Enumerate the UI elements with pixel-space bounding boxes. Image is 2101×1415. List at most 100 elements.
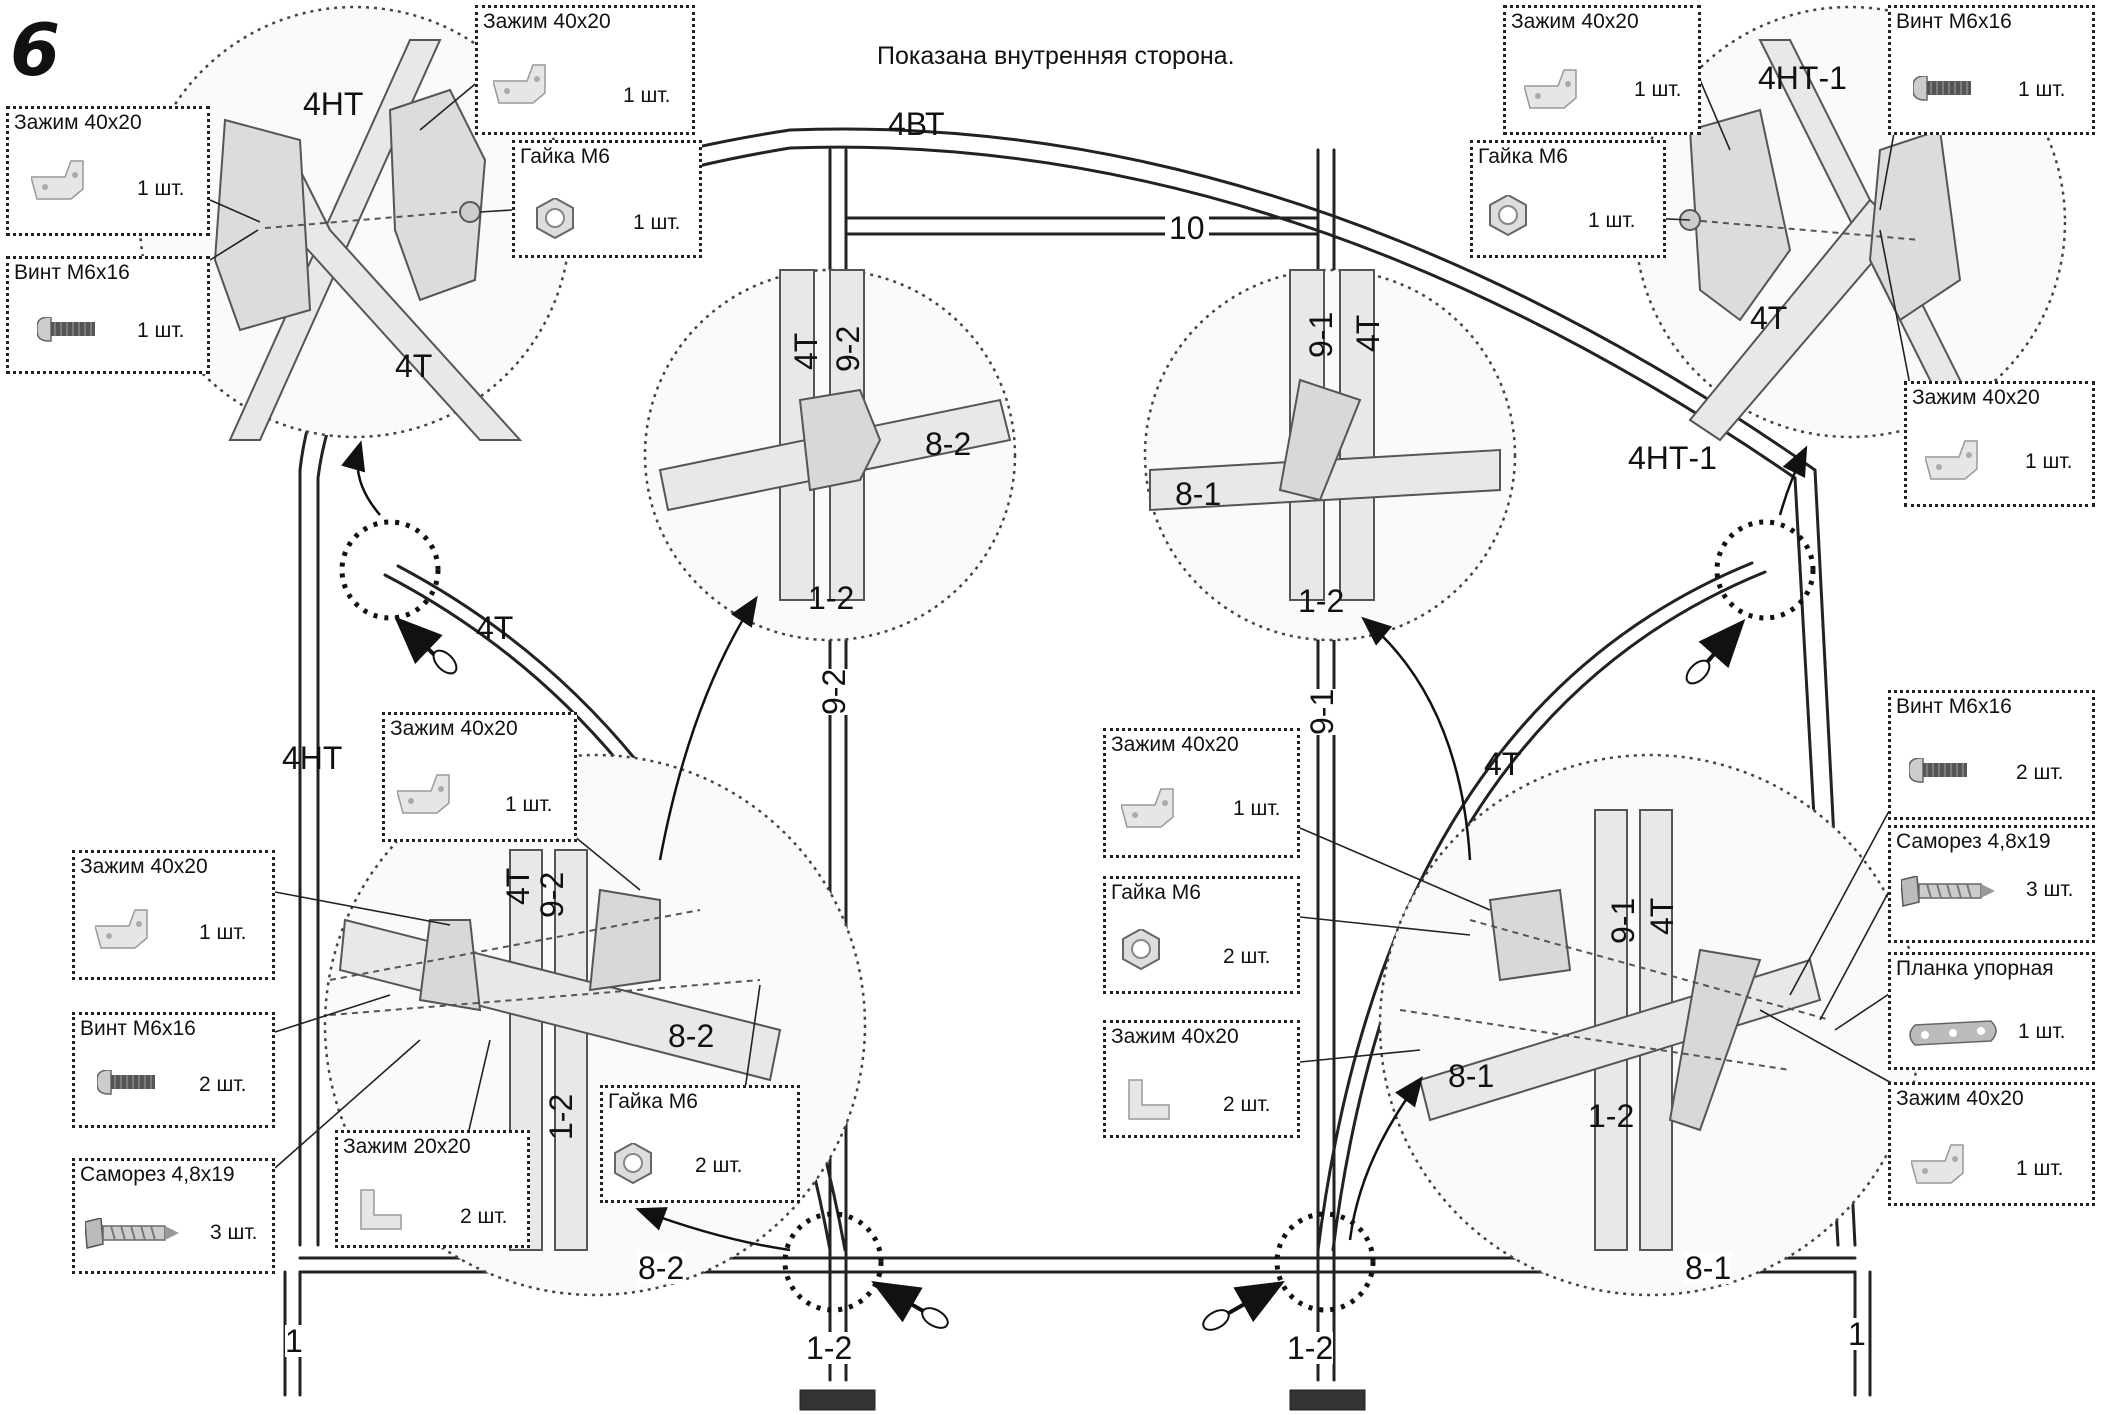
clamp-icon [31,160,84,200]
clamp-icon [1925,440,1978,480]
part-name: Винт М6х16 [14,261,130,284]
part-qty: 1 шт. [2018,1020,2066,1043]
part-box-br-clamp-c: Зажим 40х20 1 шт. [1888,1082,2095,1206]
clamp-icon [1911,1144,1964,1184]
part-qty: 2 шт. [2016,761,2064,784]
part-box-tl-bolt: Винт М6х16 1 шт. [6,256,210,374]
part-box-tr-bolt: Винт М6х16 1 шт. [1888,5,2095,135]
part-name: Зажим 40х20 [80,855,208,878]
label-right-inner-arch: 4Т [1484,746,1522,782]
label-left-leg: 1 [285,1323,303,1359]
label-crossbar: 10 [1165,212,1209,244]
detail-bl-label-1-2: 1-2 [543,1093,579,1140]
part-box-br-bolt: Винт М6х16 2 шт. [1888,690,2095,820]
clamp-icon [493,64,546,104]
part-name: Гайка М6 [1478,145,1568,168]
part-box-br-clamp-a: Зажим 40х20 1 шт. [1103,728,1300,858]
part-box-bl-bolt: Винт М6х16 2 шт. [72,1012,275,1128]
detail-cr-label-4t: 4Т [1350,314,1386,352]
part-qty: 1 шт. [633,211,681,234]
part-box-bl-clamp-mid: Зажим 40х20 1 шт. [382,712,577,842]
part-qty: 1 шт. [137,177,185,200]
bolt-icon [1913,76,1972,101]
detail-cl-label-4t: 4Т [788,332,824,370]
part-box-tl-clamp-top: Зажим 40х20 1 шт. [475,5,695,135]
nut-icon [1122,929,1160,970]
part-name: Зажим 40х20 [483,10,611,33]
label-left-inner-arch: 4Т [476,610,514,646]
label-right-post: 9-1 [1304,688,1340,735]
bolt-icon [97,1070,156,1095]
part-qty: 1 шт. [2018,78,2066,101]
detail-br-label-1-2: 1-2 [1588,1098,1635,1134]
detail-cr-label-8-1: 8-1 [1175,476,1222,512]
right-inner-arch [1331,570,1767,1252]
clamp-icon [1524,69,1577,109]
plate-icon [1909,1020,1997,1046]
part-qty: 1 шт. [1233,797,1281,820]
small-clamp-icon [360,1189,402,1230]
part-box-tr-nut: Гайка М6 1 шт. [1470,140,1666,258]
part-name: Винт М6х16 [1896,10,2012,33]
part-qty: 1 шт. [199,921,247,944]
leader-lines [209,79,1911,1191]
detail-cl-label-9-2: 9-2 [830,325,866,372]
part-name: Гайка М6 [1111,881,1201,904]
clamp-icon [1121,788,1174,828]
part-qty: 1 шт. [2025,450,2073,473]
label-right-outer-arch: 4НТ-1 [1628,440,1717,476]
detail-bl-label-9-2: 9-2 [534,871,570,918]
part-name: Винт М6х16 [80,1017,196,1040]
part-name: Гайка М6 [608,1090,698,1113]
detail-content-bottom-left [329,849,782,1251]
callout-arrows [341,440,1808,1252]
view-eye-arrows [394,616,1746,1331]
part-qty: 1 шт. [1634,78,1682,101]
part-box-tr-clamp-right: Зажим 40х20 1 шт. [1904,381,2095,507]
part-name: Зажим 40х20 [1912,386,2040,409]
part-box-br-screw: Саморез 4,8х19 3 шт. [1888,825,2095,943]
nut-icon [536,198,574,239]
detail-tl-label-outer: 4НТ [303,86,364,122]
part-box-bl-screw: Саморез 4,8х19 3 шт. [72,1158,275,1274]
clamp-icon [95,909,148,949]
detail-content-top-left [213,39,523,441]
part-qty: 1 шт. [1588,209,1636,232]
part-box-br-clamp-b: Зажим 40х20 2 шт. [1103,1020,1300,1138]
nut-icon [1489,195,1527,236]
part-name: Зажим 40х20 [1511,10,1639,33]
detail-tl-label-inner: 4Т [395,348,433,384]
bolt-icon [1909,758,1968,783]
detail-cr-label-9-1: 9-1 [1303,311,1339,358]
part-box-tl-nut: Гайка М6 1 шт. [512,140,702,258]
locator-circles [339,519,1816,1313]
detail-cr-label-1-2: 1-2 [1298,583,1345,619]
part-box-tl-clamp-left: Зажим 40х20 1 шт. [6,106,210,236]
part-name: Саморез 4,8х19 [1896,830,2051,853]
part-name: Зажим 40х20 [390,717,518,740]
detail-content-center-left [658,269,1012,601]
part-name: Планка упорная [1896,957,2054,980]
detail-br-label-4t: 4Т [1644,897,1680,935]
detail-cl-label-1-2: 1-2 [808,580,855,616]
part-qty: 2 шт. [1223,945,1271,968]
part-qty: 2 шт. [1223,1093,1271,1116]
label-left-post: 9-2 [816,668,852,715]
part-name: Гайка М6 [520,145,610,168]
part-qty: 2 шт. [695,1154,743,1177]
part-qty: 2 шт. [199,1073,247,1096]
part-qty: 2 шт. [460,1205,508,1228]
label-left-base: 1-2 [806,1330,853,1366]
part-qty: 3 шт. [210,1221,258,1244]
part-name: Зажим 40х20 [14,111,142,134]
detail-cl-label-8-2: 8-2 [925,426,972,462]
crossbar-10 [844,216,1320,236]
part-name: Зажим 20х20 [343,1135,471,1158]
label-right-bottom-bar: 8-1 [1685,1250,1732,1286]
part-name: Зажим 40х20 [1111,1025,1239,1048]
detail-br-label-8-1: 8-1 [1448,1058,1495,1094]
part-name: Саморез 4,8х19 [80,1163,235,1186]
part-name: Зажим 40х20 [1896,1087,2024,1110]
label-right-base: 1-2 [1287,1330,1334,1366]
part-qty: 1 шт. [623,84,671,107]
